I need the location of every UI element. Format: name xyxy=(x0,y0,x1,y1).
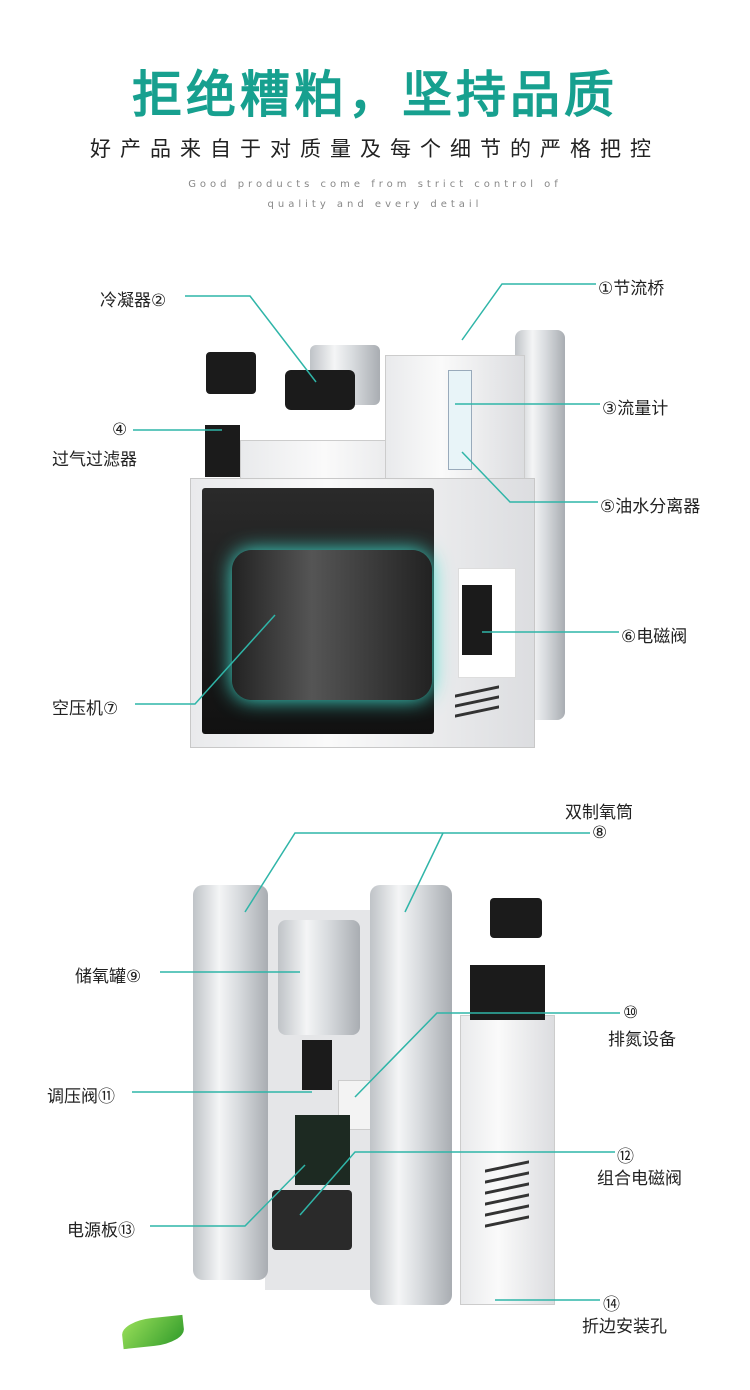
filter-body xyxy=(470,965,545,1020)
page-title: 拒绝糟粕，坚持品质 xyxy=(132,66,618,124)
label-combo-valve-number: ⑫ xyxy=(617,1147,634,1167)
filter-cap xyxy=(490,898,542,938)
label-pressure-valve: 调压阀⑪ xyxy=(47,1087,115,1107)
flowmeter-part xyxy=(448,370,472,470)
label-solenoid-valve: ⑥电磁阀 xyxy=(621,627,688,647)
label-flowmeter: ③流量计 xyxy=(602,399,669,419)
cylinder-right xyxy=(370,885,452,1305)
label-mount-holes: 折边安装孔 xyxy=(582,1317,667,1337)
label-twin-cylinders: 双制氧筒 xyxy=(565,803,633,823)
fan-part xyxy=(285,370,355,410)
label-throttle-bridge: ①节流桥 xyxy=(598,279,665,299)
label-condenser: 冷凝器② xyxy=(100,291,167,311)
valve-part xyxy=(462,585,492,655)
label-twin-cylinders-number: ⑧ xyxy=(592,823,608,843)
label-combo-valve: 组合电磁阀 xyxy=(597,1169,682,1189)
page-subtitle: 好产品来自于对质量及每个细节的严格把控 xyxy=(90,137,660,161)
label-filter: 过气过滤器 xyxy=(52,450,137,470)
pressure-valve-part xyxy=(302,1040,332,1090)
filter-cap xyxy=(206,352,256,394)
label-power-board: 电源板⑬ xyxy=(67,1221,135,1241)
english-line-2: quality and every detail xyxy=(267,199,483,210)
cylinder-left xyxy=(193,885,268,1280)
housing-side xyxy=(460,1015,555,1305)
filter-body xyxy=(205,425,240,477)
label-filter-number: ④ xyxy=(112,420,128,440)
label-oxygen-tank: 储氧罐⑨ xyxy=(75,967,142,987)
label-nitrogen-device: 排氮设备 xyxy=(608,1030,676,1050)
label-mount-number: ⑭ xyxy=(603,1295,620,1315)
power-board-part xyxy=(295,1115,350,1185)
oxygen-tank-part xyxy=(278,920,360,1035)
label-compressor: 空压机⑦ xyxy=(52,699,119,719)
english-line-1: Good products come from strict control o… xyxy=(188,179,562,190)
combo-valve-part xyxy=(272,1190,352,1250)
label-nitrogen-number: ⑩ xyxy=(623,1003,639,1023)
label-oil-water-separator: ⑤油水分离器 xyxy=(600,497,701,517)
